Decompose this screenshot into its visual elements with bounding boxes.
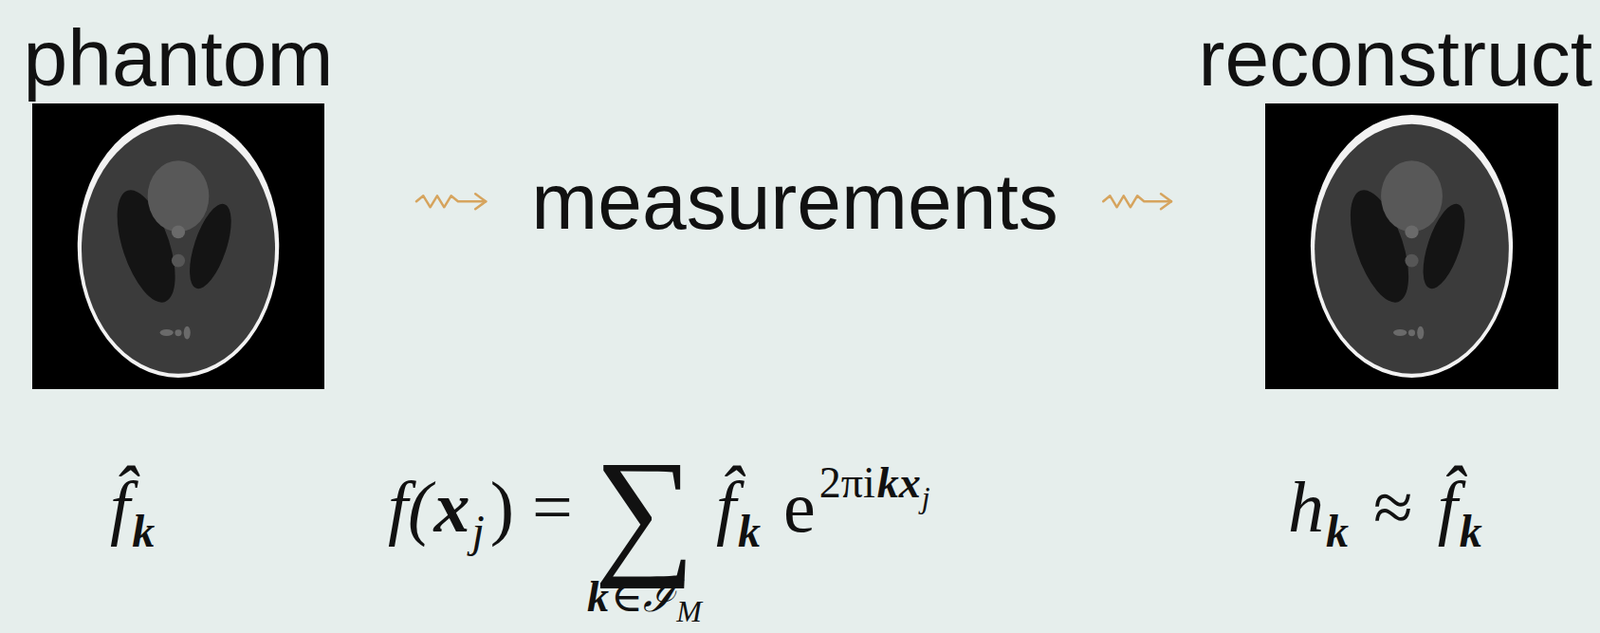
formula-part: kx (877, 460, 921, 505)
reconstruction-figure (1265, 103, 1559, 389)
arrow-head (475, 193, 486, 209)
phantom-image (32, 103, 325, 389)
squiggle-line (1103, 195, 1172, 207)
panel-heading: phantom (23, 18, 334, 98)
formula-part: j (921, 481, 931, 513)
panel-heading: reconstruct (1198, 18, 1594, 98)
image-panel: reconstruct (1265, 103, 1559, 389)
formula-part: f( (387, 470, 432, 543)
formula-part: ≈ (1373, 470, 1414, 543)
formula-part: M (676, 595, 702, 626)
formula-part: k (737, 508, 761, 554)
formula-part: k (131, 508, 155, 554)
formula-part: ∈ℐ (610, 574, 676, 619)
node-text: measurements (531, 157, 1059, 245)
formula-part: ) = (490, 470, 573, 543)
formula-part: h (1287, 470, 1325, 543)
formula-part: e (783, 470, 816, 543)
formula-part: x (433, 470, 470, 543)
formula-part: f̂ (1437, 470, 1458, 543)
squiggle-arrow (1103, 193, 1172, 209)
squiggle-line (416, 195, 486, 207)
formula-part: j (471, 508, 484, 554)
formula-part: k (1325, 508, 1349, 554)
formula-part: f̂ (110, 470, 130, 543)
formula-part: f̂ (716, 470, 736, 543)
formula-part: k (1459, 508, 1483, 554)
formula-part: 2πi (819, 460, 876, 505)
formula-part: k (587, 574, 609, 619)
squiggle-arrow (416, 193, 486, 209)
image-panel: phantom (32, 103, 325, 389)
arrow-head (1160, 193, 1172, 209)
process-label: measurements (525, 151, 1065, 252)
reconstruction-image (1265, 103, 1559, 389)
phantom-figure (32, 103, 325, 389)
formula-part: ∑ (593, 438, 696, 581)
